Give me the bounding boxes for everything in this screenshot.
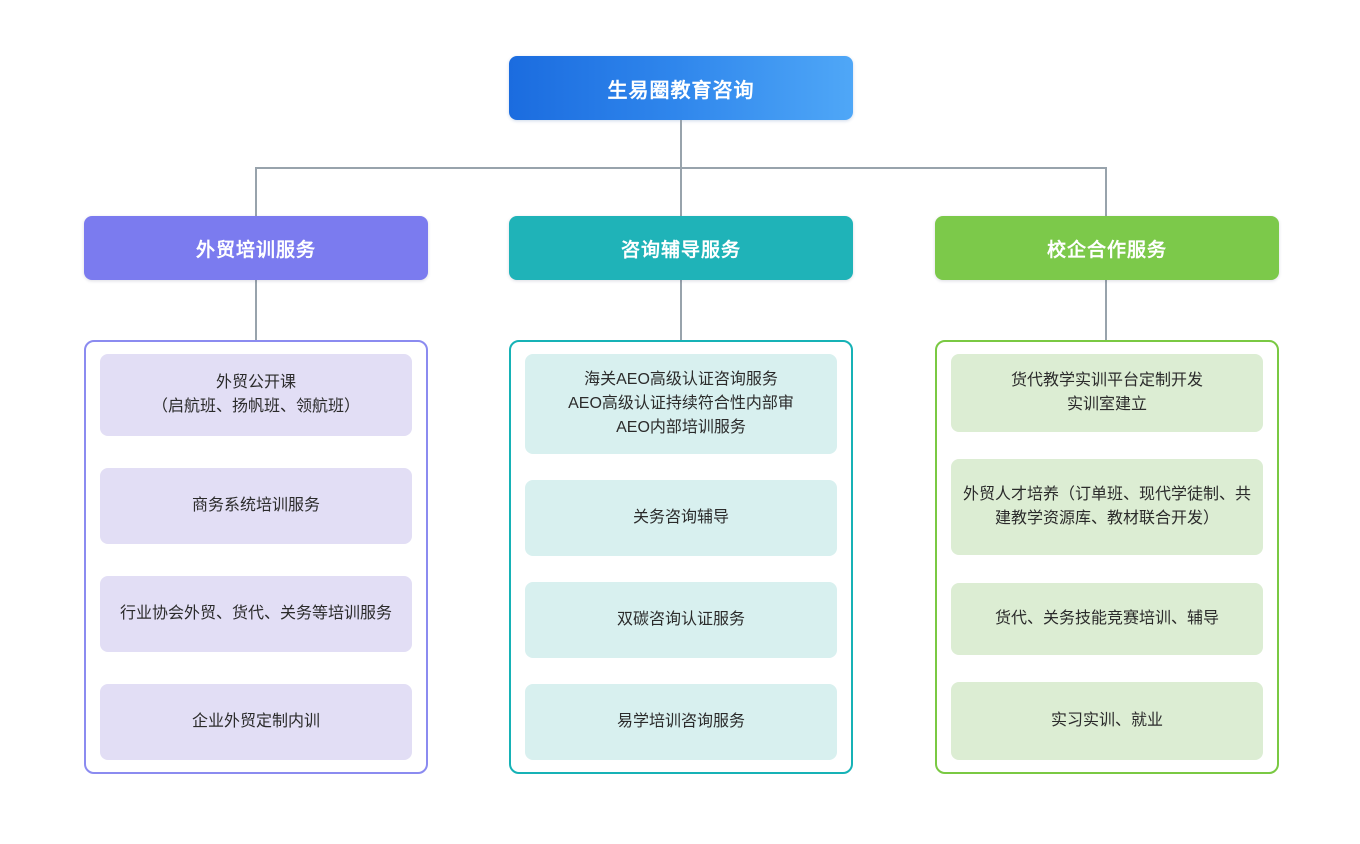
branch-header-2[interactable]: 校企合作服务 — [935, 216, 1279, 280]
branch-items-container-1: 海关AEO高级认证咨询服务 AEO高级认证持续符合性内部审 AEO内部培训服务 … — [509, 340, 853, 774]
branch-0-item-0[interactable]: 外贸公开课 （启航班、扬帆班、领航班） — [100, 354, 412, 436]
branch-0-item-3[interactable]: 企业外贸定制内训 — [100, 684, 412, 760]
branch-1-item-0[interactable]: 海关AEO高级认证咨询服务 AEO高级认证持续符合性内部审 AEO内部培训服务 — [525, 354, 837, 454]
branch-header-0[interactable]: 外贸培训服务 — [84, 216, 428, 280]
branch-items-container-0: 外贸公开课 （启航班、扬帆班、领航班） 商务系统培训服务 行业协会外贸、货代、关… — [84, 340, 428, 774]
connector-branch-2-drop — [1105, 167, 1107, 216]
branch-column-1: 咨询辅导服务 海关AEO高级认证咨询服务 AEO高级认证持续符合性内部审 AEO… — [509, 216, 853, 774]
branch-header-0-label: 外贸培训服务 — [195, 239, 316, 261]
branch-0-item-2[interactable]: 行业协会外贸、货代、关务等培训服务 — [100, 576, 412, 652]
branch-2-item-3[interactable]: 实习实训、就业 — [951, 681, 1263, 760]
root-node[interactable]: 生易圈教育咨询 — [509, 56, 853, 120]
connector-branch-0-drop — [255, 167, 257, 216]
connector-branch-0-to-items — [255, 280, 257, 340]
branch-header-1[interactable]: 咨询辅导服务 — [509, 216, 853, 280]
branch-2-item-0[interactable]: 货代教学实训平台定制开发 实训室建立 — [951, 354, 1263, 432]
branch-items-container-2: 货代教学实训平台定制开发 实训室建立 外贸人才培养（订单班、现代学徒制、共建教学… — [935, 340, 1279, 774]
branch-1-item-2[interactable]: 双碳咨询认证服务 — [525, 582, 837, 658]
connector-root-stem — [680, 120, 682, 168]
branch-0-item-1[interactable]: 商务系统培训服务 — [100, 468, 412, 544]
root-node-label: 生易圈教育咨询 — [607, 79, 755, 102]
branch-header-2-label: 校企合作服务 — [1046, 239, 1167, 261]
branch-2-item-1[interactable]: 外贸人才培养（订单班、现代学徒制、共建教学资源库、教材联合开发） — [951, 459, 1263, 556]
connector-branch-1-drop — [680, 167, 682, 216]
branch-1-item-3[interactable]: 易学培训咨询服务 — [525, 684, 837, 760]
branch-1-item-1[interactable]: 关务咨询辅导 — [525, 480, 837, 556]
connector-branch-2-to-items — [1105, 280, 1107, 340]
branch-column-2: 校企合作服务 货代教学实训平台定制开发 实训室建立 外贸人才培养（订单班、现代学… — [935, 216, 1279, 774]
branch-column-0: 外贸培训服务 外贸公开课 （启航班、扬帆班、领航班） 商务系统培训服务 行业协会… — [84, 216, 428, 774]
branch-header-1-label: 咨询辅导服务 — [620, 239, 741, 261]
connector-branch-1-to-items — [680, 280, 682, 340]
branch-2-item-2[interactable]: 货代、关务技能竞赛培训、辅导 — [951, 582, 1263, 655]
